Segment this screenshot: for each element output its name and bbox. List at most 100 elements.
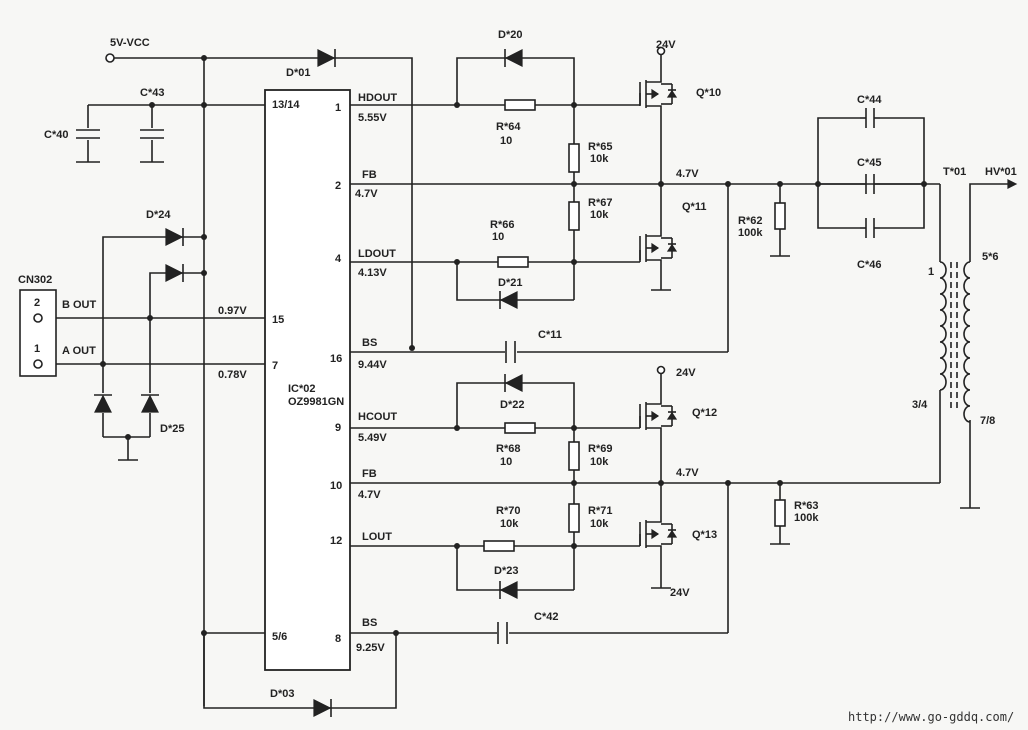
pin-num-2: 2 bbox=[335, 180, 341, 192]
t01-pin-1: 1 bbox=[928, 266, 934, 278]
c43-label: C*43 bbox=[140, 87, 164, 99]
r70-label: R*70 bbox=[496, 505, 520, 517]
pin-v-bs-top: 9.44V bbox=[358, 359, 387, 371]
pin-name-lout: LOUT bbox=[362, 531, 392, 543]
pin-num-8: 8 bbox=[335, 633, 341, 645]
t01-pin-78: 7/8 bbox=[980, 415, 995, 427]
diode-d21-icon bbox=[499, 291, 518, 309]
ic-part: OZ9981GN bbox=[288, 396, 344, 408]
resistor-r65-icon bbox=[568, 143, 580, 173]
c46-label: C*46 bbox=[857, 259, 881, 271]
diode-d23-icon bbox=[499, 581, 518, 599]
pin-num-10: 10 bbox=[330, 480, 342, 492]
ic-body bbox=[264, 89, 351, 671]
d03-label: D*03 bbox=[270, 688, 294, 700]
rail-24v-mid-label: 24V bbox=[676, 367, 696, 379]
pin-v-bs-bot: 9.25V bbox=[356, 642, 385, 654]
fb-top-voltage: 4.7V bbox=[676, 168, 699, 180]
diode-d25-icon bbox=[94, 394, 159, 413]
pin-name-hdout: HDOUT bbox=[358, 92, 397, 104]
ic-pin-5-6: 5/6 bbox=[272, 631, 287, 643]
c45-label: C*45 bbox=[857, 157, 881, 169]
pin-name-bs-top: BS bbox=[362, 337, 377, 349]
t01-pin-56: 5*6 bbox=[982, 251, 999, 263]
r70-value: 10k bbox=[500, 518, 519, 530]
pin-v-fb-bot: 4.7V bbox=[358, 489, 381, 501]
rail-24v-top-icon bbox=[656, 46, 666, 56]
vcc-terminal-icon bbox=[105, 53, 115, 63]
pin-v-ldout: 4.13V bbox=[358, 267, 387, 279]
resistor-r69-icon bbox=[568, 441, 580, 471]
q11-label: Q*11 bbox=[682, 201, 706, 213]
pin-num-7: 7 bbox=[272, 360, 278, 372]
pin-name-ldout: LDOUT bbox=[358, 248, 396, 260]
r71-label: R*71 bbox=[588, 505, 612, 517]
wires bbox=[38, 55, 1012, 709]
r66-value: 10 bbox=[492, 231, 504, 243]
vcc-label: 5V-VCC bbox=[110, 37, 150, 49]
r62-value: 100k bbox=[738, 227, 763, 239]
transformer-t01-icon bbox=[939, 179, 1018, 423]
d25-label: D*25 bbox=[160, 423, 184, 435]
pin-v-hcout: 5.49V bbox=[358, 432, 387, 444]
mosfet-q12-icon bbox=[639, 400, 678, 432]
resistor-r67-icon bbox=[568, 201, 580, 231]
r69-value: 10k bbox=[590, 456, 609, 468]
connector-cn302-icon bbox=[19, 289, 57, 377]
rail-24v-mid-icon bbox=[656, 365, 666, 375]
diode-d03-icon bbox=[313, 699, 332, 717]
resistor-r66-icon bbox=[497, 256, 529, 268]
pin-name-hcout: HCOUT bbox=[358, 411, 397, 423]
pin-num-12: 12 bbox=[330, 535, 342, 547]
r67-label: R*67 bbox=[588, 197, 612, 209]
r69-label: R*69 bbox=[588, 443, 612, 455]
resistor-r63-icon bbox=[774, 499, 786, 527]
rail-24v-top-label: 24V bbox=[656, 39, 676, 51]
r71-value: 10k bbox=[590, 518, 609, 530]
d20-label: D*20 bbox=[498, 29, 522, 41]
pin-name-bs-bot: BS bbox=[362, 617, 377, 629]
junction-dots bbox=[100, 55, 927, 636]
rail-24v-low-label: 24V bbox=[670, 587, 690, 599]
capacitor-c40-icon bbox=[76, 129, 100, 163]
b-out-voltage: 0.97V bbox=[218, 305, 247, 317]
resistor-r62-icon bbox=[774, 202, 786, 230]
connector-pin1: 1 bbox=[34, 343, 40, 355]
capacitor-c42-icon bbox=[497, 621, 509, 645]
a-out-voltage: 0.78V bbox=[218, 369, 247, 381]
ic-pin-13-14: 13/14 bbox=[272, 99, 300, 111]
r63-value: 100k bbox=[794, 512, 819, 524]
ground-icon bbox=[118, 255, 980, 589]
r68-label: R*68 bbox=[496, 443, 520, 455]
mosfet-q13-icon bbox=[639, 516, 678, 548]
t01-label: T*01 bbox=[943, 166, 966, 178]
r62-label: R*62 bbox=[738, 215, 762, 227]
resistor-r71-icon bbox=[568, 503, 580, 533]
resistor-r70-icon bbox=[483, 540, 515, 552]
resistor-r68-icon bbox=[504, 422, 536, 434]
c40-label: C*40 bbox=[44, 129, 68, 141]
r68-value: 10 bbox=[500, 456, 512, 468]
source-url: http://www.go-gddq.com/ bbox=[848, 710, 1014, 724]
capacitor-c11-icon bbox=[505, 340, 517, 364]
mosfet-q11-icon bbox=[639, 230, 678, 262]
diode-d01-icon bbox=[317, 49, 336, 67]
d24-label: D*24 bbox=[146, 209, 171, 221]
pin-num-9: 9 bbox=[335, 422, 341, 434]
r65-label: R*65 bbox=[588, 141, 612, 153]
r63-label: R*63 bbox=[794, 500, 818, 512]
fb-bot-voltage: 4.7V bbox=[676, 467, 699, 479]
pin-v-fb-top: 4.7V bbox=[355, 188, 378, 200]
pin-num-16: 16 bbox=[330, 353, 342, 365]
b-out-label: B OUT bbox=[62, 299, 97, 311]
pin-num-15: 15 bbox=[272, 314, 284, 326]
d23-label: D*23 bbox=[494, 565, 518, 577]
c11-label: C*11 bbox=[538, 329, 562, 341]
d21-label: D*21 bbox=[498, 277, 522, 289]
r64-label: R*64 bbox=[496, 121, 521, 133]
d01-label: D*01 bbox=[286, 67, 310, 79]
c44-label: C*44 bbox=[857, 94, 882, 106]
t01-pin-34: 3/4 bbox=[912, 399, 928, 411]
r66-label: R*66 bbox=[490, 219, 514, 231]
pin-num-1: 1 bbox=[335, 102, 341, 114]
